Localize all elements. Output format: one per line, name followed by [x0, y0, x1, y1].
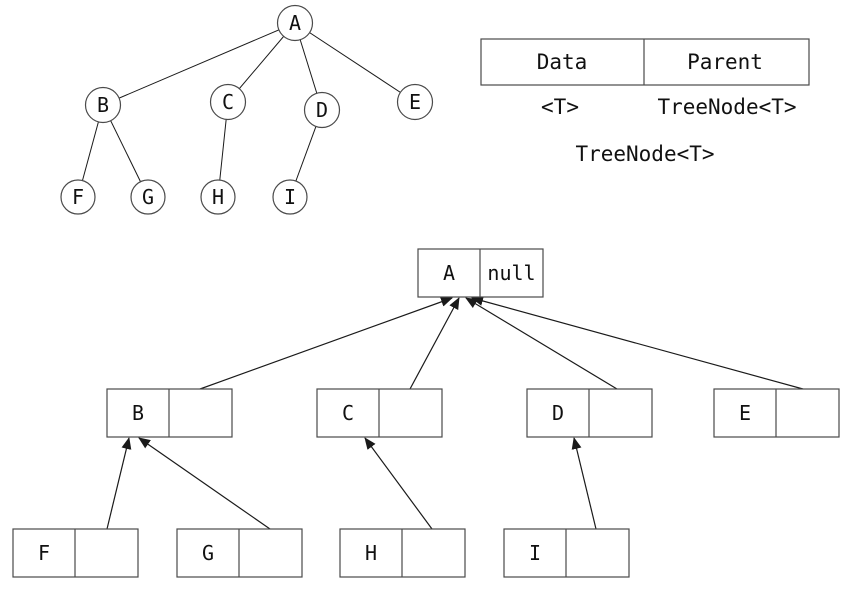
- tree-node-b: B: [84, 86, 122, 124]
- record-g-data: G: [202, 541, 214, 565]
- tree-edge-a-e: [294, 22, 416, 103]
- tree-node-f: F: [60, 179, 96, 215]
- tree-node-circle-i: [272, 179, 308, 215]
- struct-table-header-data: Data: [537, 50, 588, 74]
- record-c: C: [316, 388, 443, 438]
- struct-table-type-data: <T>: [541, 95, 579, 119]
- tree-edge-a-b: [102, 22, 296, 106]
- tree-node-e: E: [396, 83, 434, 121]
- tree-node-circle-h: [200, 179, 236, 215]
- record-a-parent: null: [487, 261, 535, 285]
- record-d-data: D: [552, 401, 564, 425]
- record-c-data: C: [342, 401, 354, 425]
- record-d: D: [526, 388, 653, 438]
- struct-table-class-name: TreeNode<T>: [575, 142, 714, 166]
- tree-node-g: G: [130, 179, 166, 215]
- tree-node-circle-c: [209, 83, 247, 121]
- tree-node-circle-f: [60, 179, 96, 215]
- tree-node-d: D: [303, 91, 341, 129]
- struct-table-type-parent: TreeNode<T>: [657, 95, 796, 119]
- tree-node-label-c: C: [222, 90, 234, 114]
- tree-node-label-b: B: [97, 93, 109, 117]
- pointer-g-to-b: [138, 437, 271, 530]
- tree-node-circle-a: [276, 4, 314, 42]
- struct-table-header-parent: Parent: [687, 50, 763, 74]
- tree-node-label-d: D: [316, 98, 328, 122]
- tree-node-label-e: E: [409, 90, 421, 114]
- tree-node-i: I: [272, 179, 308, 215]
- record-b: B: [106, 388, 233, 438]
- record-h-data: H: [365, 541, 377, 565]
- record-b-data: B: [132, 401, 144, 425]
- record-e: E: [713, 388, 840, 438]
- parent-pointer-representation: A null B C D E: [12, 248, 840, 578]
- tree-node-circle-e: [396, 83, 434, 121]
- tree-node-label-i: I: [284, 185, 296, 209]
- pointer-b-to-a: [199, 297, 453, 390]
- tree-node-circle-d: [303, 91, 341, 129]
- tree-node-label-a: A: [289, 11, 301, 35]
- tree-node-label-h: H: [212, 185, 224, 209]
- record-a-data: A: [443, 261, 455, 285]
- pointer-f-to-b: [106, 437, 132, 530]
- tree-node-circle-b: [84, 86, 122, 124]
- record-f-data: F: [38, 541, 50, 565]
- tree-node-circle-g: [130, 179, 166, 215]
- node-structure-table: Data Parent <T> TreeNode<T> TreeNode<T>: [480, 38, 810, 166]
- record-h: H: [339, 528, 466, 578]
- record-e-data: E: [739, 401, 751, 425]
- pointer-e-to-a: [471, 296, 804, 390]
- tree-node-label-f: F: [72, 185, 84, 209]
- pointer-d-to-a: [465, 297, 618, 390]
- record-g: G: [176, 528, 303, 578]
- pointer-h-to-c: [364, 437, 433, 530]
- record-i: I: [503, 528, 630, 578]
- tree-node-label-g: G: [142, 185, 154, 209]
- pointer-c-to-a: [409, 297, 460, 390]
- tree-node-a: A: [276, 4, 314, 42]
- tree-node-c: C: [209, 83, 247, 121]
- record-f: F: [12, 528, 139, 578]
- logical-tree: A B C D E F G H: [60, 4, 434, 215]
- record-a: A null: [417, 248, 544, 298]
- struct-table-box: [480, 38, 810, 86]
- pointer-i-to-d: [571, 437, 597, 530]
- record-i-data: I: [529, 541, 541, 565]
- tree-node-h: H: [200, 179, 236, 215]
